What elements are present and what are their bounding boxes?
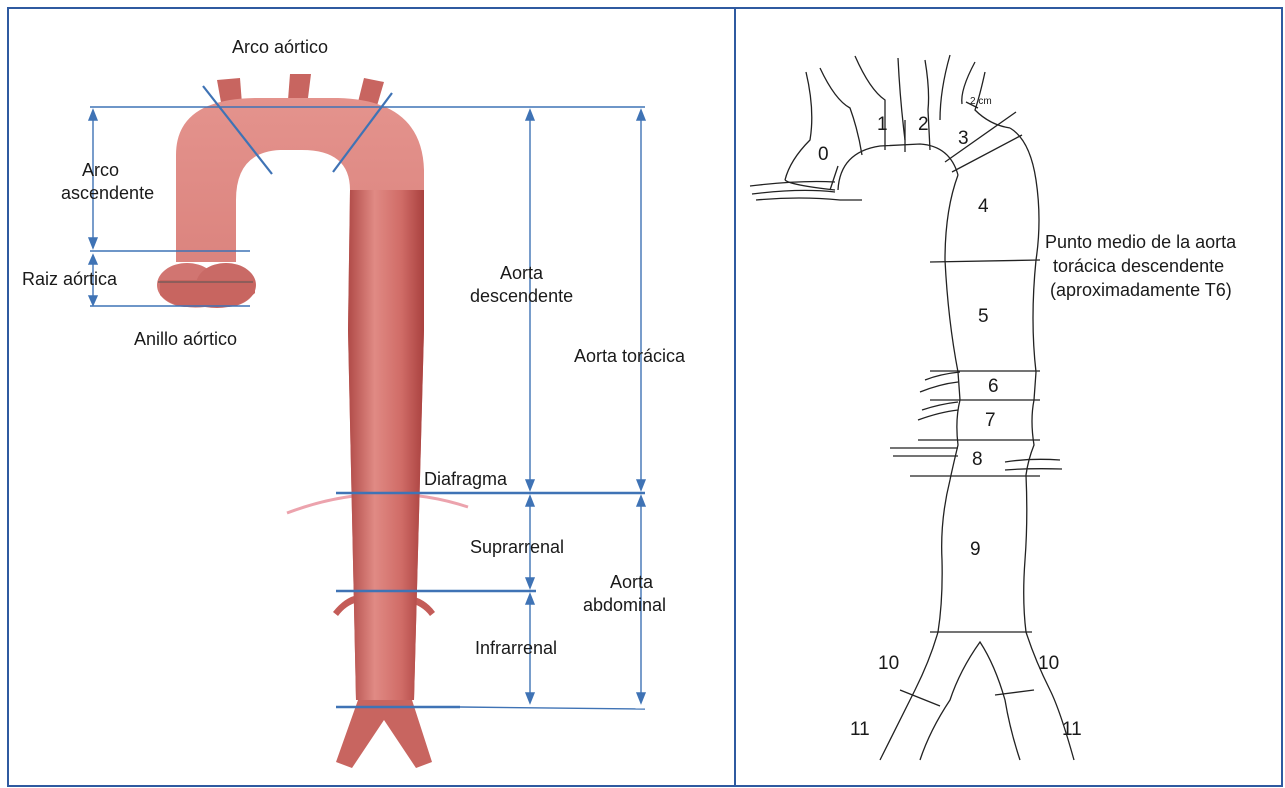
segment-3: 3: [958, 128, 969, 149]
segment-8: 8: [972, 449, 983, 470]
segment-1: 1: [877, 114, 888, 135]
midpoint-label-line3: (aproximadamente T6): [1050, 280, 1232, 300]
segment-2: 2: [918, 114, 929, 135]
segment-5: 5: [978, 306, 989, 327]
label-ascendente: ascendente: [61, 183, 154, 203]
segment-4: 4: [978, 196, 989, 217]
segment-drawing: [750, 55, 1074, 760]
label-raiz: Raiz aórtica: [22, 269, 118, 289]
label-arco-aortico: Arco aórtico: [232, 37, 328, 57]
segment-11-left: 11: [850, 719, 870, 740]
label-infrarrenal: Infrarrenal: [475, 638, 557, 658]
label-descendente: descendente: [470, 286, 573, 306]
note-2cm: 2 cm: [970, 96, 992, 107]
segment-labels: 0 1 2 3 4 5 6 7 8 9 10 10 11 11 2 cm Pun…: [818, 96, 1237, 740]
segment-6: 6: [988, 376, 999, 397]
label-diafragma: Diafragma: [424, 469, 508, 489]
midpoint-label-line2: torácica descendente: [1053, 256, 1224, 276]
label-aorta-desc: Aorta: [500, 263, 544, 283]
segment-10-left: 10: [878, 653, 899, 674]
label-aorta-toracica: Aorta torácica: [574, 346, 686, 366]
segment-0: 0: [818, 144, 829, 165]
label-arco: Arco: [82, 160, 119, 180]
segment-10-right: 10: [1038, 653, 1059, 674]
label-abdominal: abdominal: [583, 595, 666, 615]
aorta-illustration: [157, 74, 468, 768]
segment-7: 7: [985, 410, 996, 431]
label-aorta-abd: Aorta: [610, 572, 654, 592]
midpoint-label-line1: Punto medio de la aorta: [1045, 232, 1237, 252]
label-suprarrenal: Suprarrenal: [470, 537, 564, 557]
segment-9: 9: [970, 539, 981, 560]
segment-11-right: 11: [1062, 719, 1082, 740]
label-anillo: Anillo aórtico: [134, 329, 237, 349]
